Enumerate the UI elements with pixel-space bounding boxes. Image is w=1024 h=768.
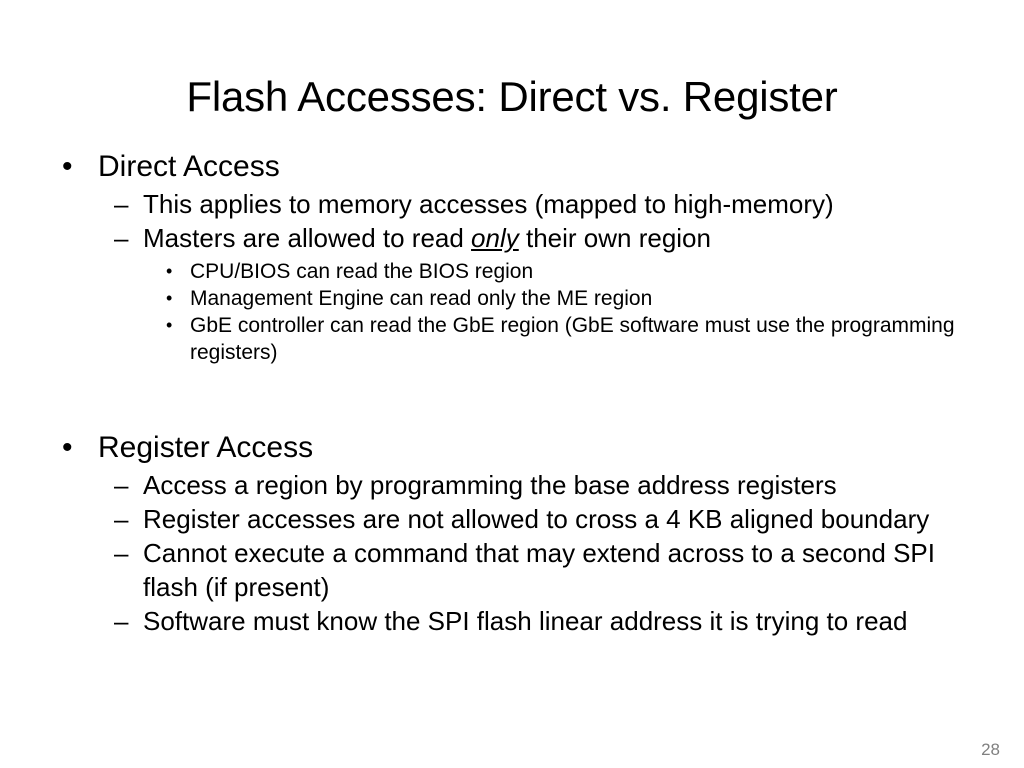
- emphasized-word-only: only: [471, 223, 519, 253]
- slide-body: • Direct Access – This applies to memory…: [56, 148, 968, 638]
- bullet-level3-management-engine: • Management Engine can read only the ME…: [56, 285, 968, 312]
- bullet-level2-4kb-aligned-boundary: – Register accesses are not allowed to c…: [56, 502, 968, 536]
- bullet-level2-software-must-know-address: – Software must know the SPI flash linea…: [56, 604, 968, 638]
- bullet-marker-icon: •: [166, 261, 173, 281]
- bullet-marker-icon: •: [62, 150, 73, 183]
- dash-marker-icon: –: [114, 504, 129, 534]
- bullet-level2-access-region-programming: – Access a region by programming the bas…: [56, 468, 968, 502]
- dash-marker-icon: –: [114, 189, 129, 219]
- bullet-level2-label: Register accesses are not allowed to cro…: [143, 504, 930, 534]
- bullet-level2-label: This applies to memory accesses (mapped …: [143, 189, 834, 219]
- page-title: Flash Accesses: Direct vs. Register: [186, 73, 838, 121]
- bullet-level1-label: Register Access: [98, 431, 314, 464]
- bullet-level3-gbe-controller: • GbE controller can read the GbE region…: [56, 312, 968, 366]
- bullet-marker-icon: •: [166, 288, 173, 308]
- bullet-level2-cannot-execute-command: – Cannot execute a command that may exte…: [56, 536, 968, 604]
- text-before-emphasis: Masters are allowed to read: [143, 223, 472, 253]
- bullet-marker-icon: •: [62, 431, 73, 464]
- bullet-level2-masters-read-only: – Masters are allowed to read only their…: [56, 221, 968, 255]
- dash-marker-icon: –: [114, 223, 129, 253]
- page-number: 28: [981, 740, 1000, 759]
- text-after-emphasis: their own region: [518, 223, 711, 253]
- bullet-level2-label: Cannot execute a command that may extend…: [143, 538, 935, 602]
- dash-marker-icon: –: [114, 606, 129, 636]
- bullet-marker-icon: •: [166, 315, 173, 335]
- dash-marker-icon: –: [114, 470, 129, 500]
- bullet-level2-label: Masters are allowed to read only their o…: [143, 223, 711, 253]
- bullet-level1-register-access: • Register Access: [56, 429, 968, 466]
- bullet-level3-label: Management Engine can read only the ME r…: [190, 287, 653, 310]
- bullet-level2-label: Software must know the SPI flash linear …: [143, 606, 908, 636]
- bullet-level2-label: Access a region by programming the base …: [143, 470, 837, 500]
- dash-marker-icon: –: [114, 538, 129, 568]
- bullet-level1-direct-access: • Direct Access: [56, 148, 968, 185]
- bullet-level3-cpu-bios: • CPU/BIOS can read the BIOS region: [56, 258, 968, 285]
- bullet-level1-label: Direct Access: [98, 150, 280, 183]
- bullet-level3-label: CPU/BIOS can read the BIOS region: [190, 260, 534, 283]
- bullet-level2-memory-accesses: – This applies to memory accesses (mappe…: [56, 187, 968, 221]
- bullet-level3-label: GbE controller can read the GbE region (…: [190, 314, 955, 364]
